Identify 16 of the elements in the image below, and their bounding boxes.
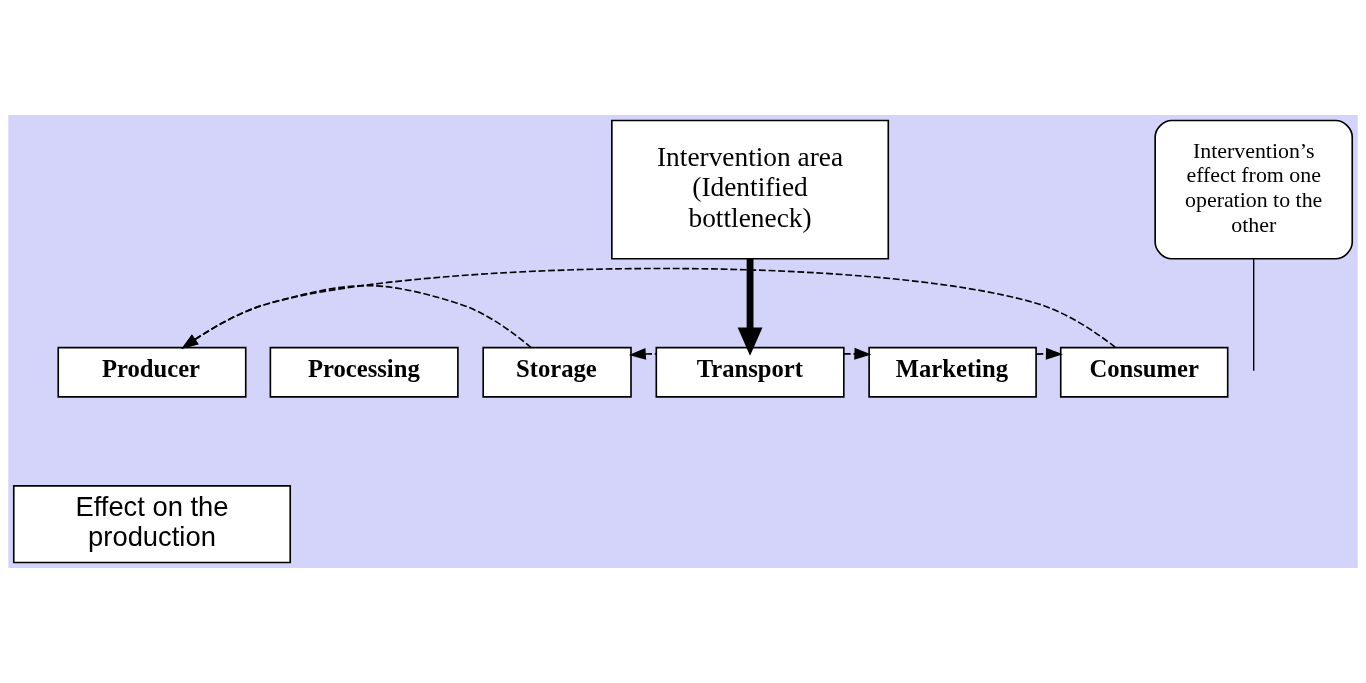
arrow: [1035, 347, 1063, 360]
arrow: [181, 267, 1117, 349]
node-box: Effect on the production: [12, 485, 292, 564]
node-box: Transport: [655, 346, 845, 398]
node-box: Storage: [482, 346, 632, 398]
node-box: Processing: [269, 346, 459, 398]
arrow: [181, 284, 532, 349]
node-box: Consumer: [1059, 346, 1229, 398]
arrow: [737, 259, 763, 356]
node-box: Intervention’s effect from one operation to the other: [1154, 119, 1354, 260]
node-box: Marketing: [868, 346, 1037, 398]
node-box: Producer: [57, 346, 247, 398]
connector: [1253, 258, 1255, 372]
arrow: [628, 348, 657, 360]
node-box: Intervention area (Identified bottleneck): [611, 119, 890, 260]
arrow: [843, 347, 872, 360]
